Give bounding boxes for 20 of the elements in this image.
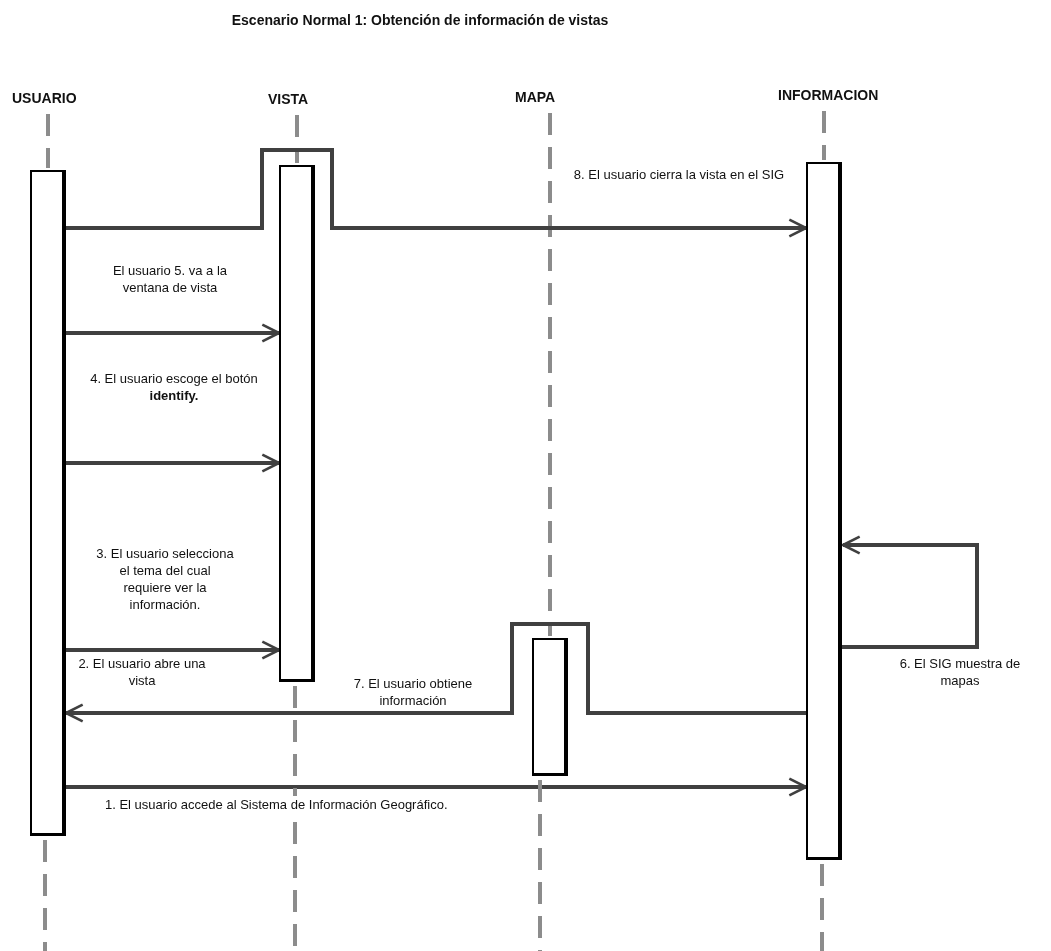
lifeline	[46, 114, 50, 168]
participant-name: VISTA	[268, 91, 309, 107]
self-message-arrow	[841, 535, 979, 649]
message-arrow	[66, 148, 808, 238]
message-arrow	[66, 640, 281, 660]
participant-name: MAPA	[515, 89, 556, 105]
activation-bar	[806, 162, 842, 860]
lifeline	[295, 115, 299, 163]
lifeline	[822, 111, 826, 160]
lifeline	[548, 113, 552, 636]
message-label: 1. El usuario accede al Sistema de Información Geográfico.	[105, 796, 448, 813]
participant-name: USUARIO	[12, 90, 77, 106]
message-arrow	[66, 323, 281, 343]
activation-bar	[30, 170, 66, 836]
activation-bar	[279, 165, 315, 682]
activation-bar	[532, 638, 568, 776]
message-arrow	[66, 453, 281, 473]
participant-name: INFORMACION	[778, 87, 879, 103]
message-arrow	[66, 777, 808, 797]
diagram-title: Escenario Normal 1: Obtención de información de vistas	[230, 12, 610, 28]
